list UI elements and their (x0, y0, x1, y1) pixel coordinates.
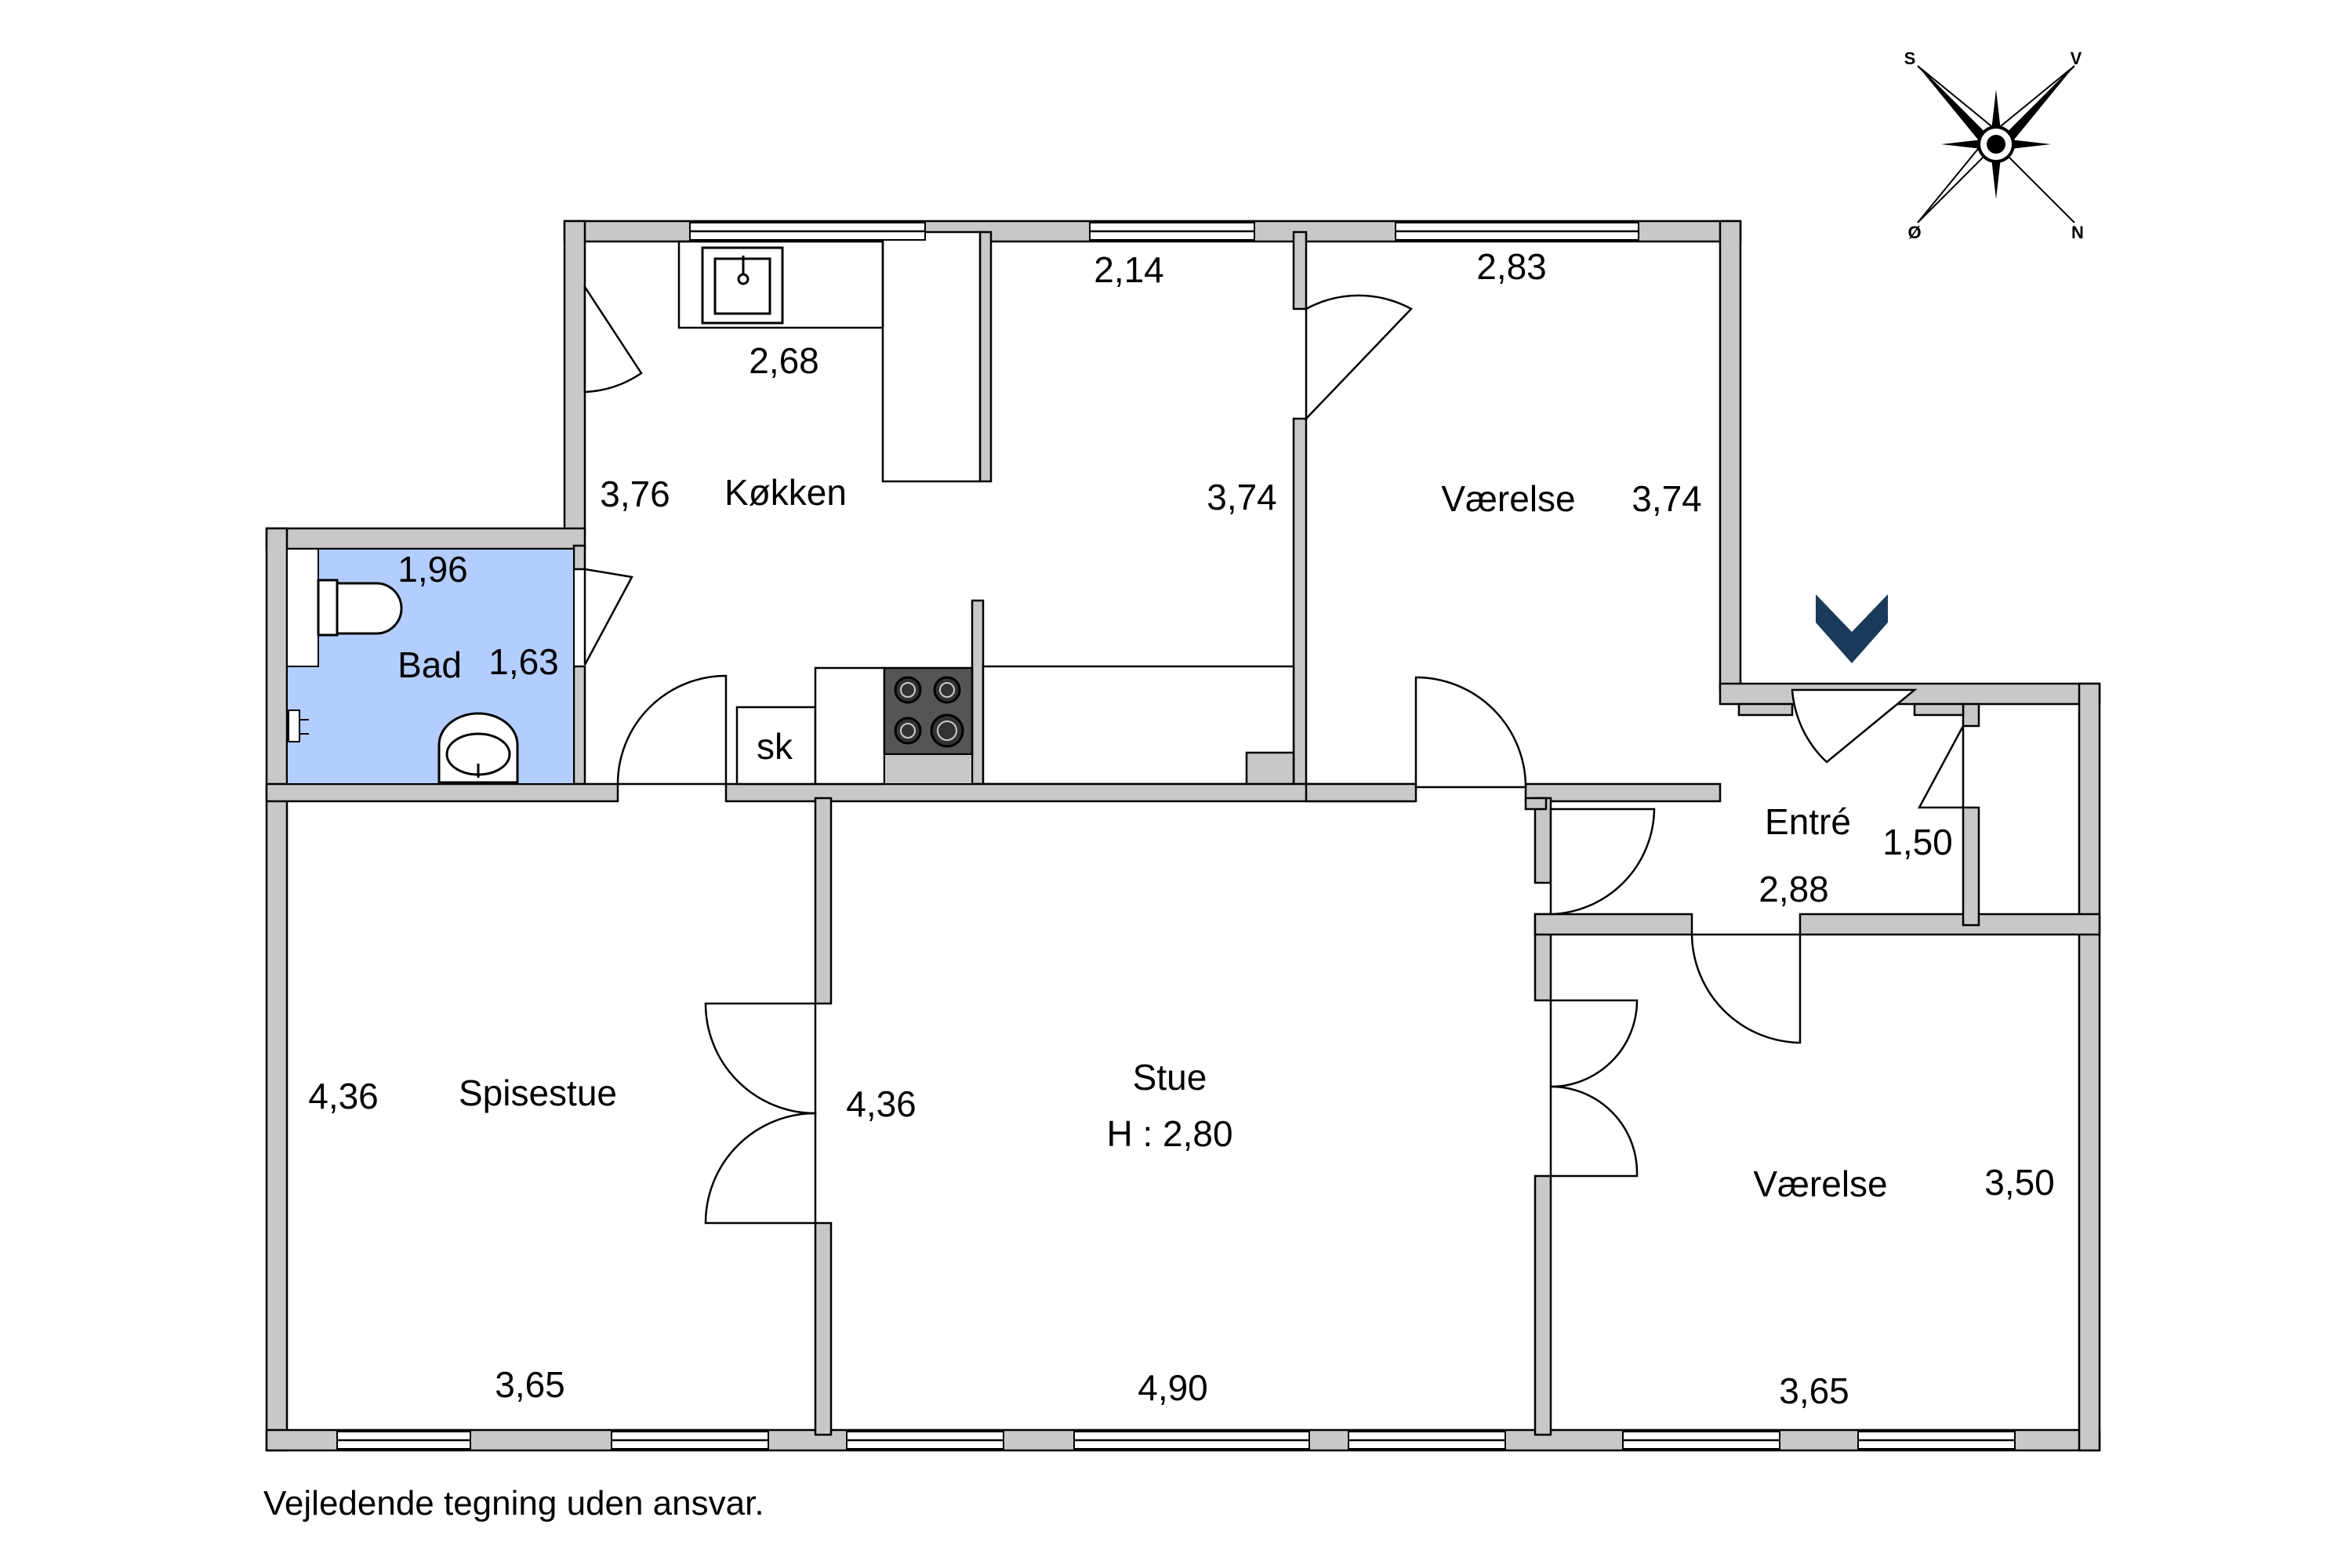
compass-rose-icon: S V Ø N (1904, 49, 2084, 242)
compass-label-s: S (1904, 49, 1916, 68)
cabinet-label: sk (757, 726, 793, 767)
kitchen-dim-side: 3,76 (600, 474, 670, 514)
stove-icon (883, 666, 974, 756)
kitchen-right-dim-top: 2,14 (1094, 249, 1164, 290)
dining-name: Spisestue (459, 1073, 617, 1113)
entry-dim-side: 1,50 (1882, 822, 1953, 862)
kitchen-dim-top: 2,68 (749, 340, 819, 381)
living-name: Stue (1133, 1057, 1207, 1098)
living-dim-side: 4,36 (846, 1083, 916, 1124)
cabinet-box (735, 706, 817, 786)
entry-dim-bottom: 2,88 (1759, 869, 1829, 909)
kitchen-right-dim-side: 3,74 (1207, 477, 1277, 517)
walls (265, 220, 2101, 1452)
bath-dim-side: 1,63 (488, 641, 559, 682)
living-dim-bottom: 4,90 (1138, 1367, 1208, 1408)
tap-icon (288, 710, 309, 742)
sink-icon (701, 246, 784, 325)
doors (583, 283, 1965, 1225)
living-height: H : 2,80 (1106, 1113, 1232, 1154)
bath-name: Bad (397, 644, 462, 685)
room-labels: 2,68 3,76 Køkken 2,14 3,74 2,83 Værelse … (308, 246, 2055, 1411)
bedroom-top-name: Værelse (1441, 478, 1575, 519)
disclaimer: Vejledende tegning uden ansvar. (263, 1484, 764, 1523)
washbasin-icon (437, 712, 519, 784)
compass-label-n: N (2071, 223, 2084, 242)
counter-box (814, 666, 886, 786)
entry-name: Entré (1765, 801, 1851, 842)
compass-label-oe: Ø (1907, 223, 1921, 242)
windows (286, 222, 2016, 1450)
bedroom-bottom-dim-bottom: 3,65 (1779, 1370, 1849, 1411)
dining-dim-side: 4,36 (308, 1076, 379, 1116)
bedroom-bottom-dim-side: 3,50 (1984, 1162, 2055, 1203)
stove-base (884, 753, 973, 785)
compass-label-v: V (2071, 49, 2082, 68)
toilet-icon (317, 579, 403, 637)
kitchen-name: Køkken (724, 472, 847, 513)
bedroom-top-dim-top: 2,83 (1476, 246, 1547, 287)
bedroom-top-dim-side: 3,74 (1632, 478, 1702, 519)
bath-dim-top: 1,96 (397, 549, 468, 590)
dining-dim-bottom: 3,65 (495, 1364, 565, 1405)
entrance-arrow-icon (1816, 594, 1888, 663)
kitchen-counter (677, 240, 884, 329)
bedroom-bottom-name: Værelse (1753, 1163, 1887, 1204)
